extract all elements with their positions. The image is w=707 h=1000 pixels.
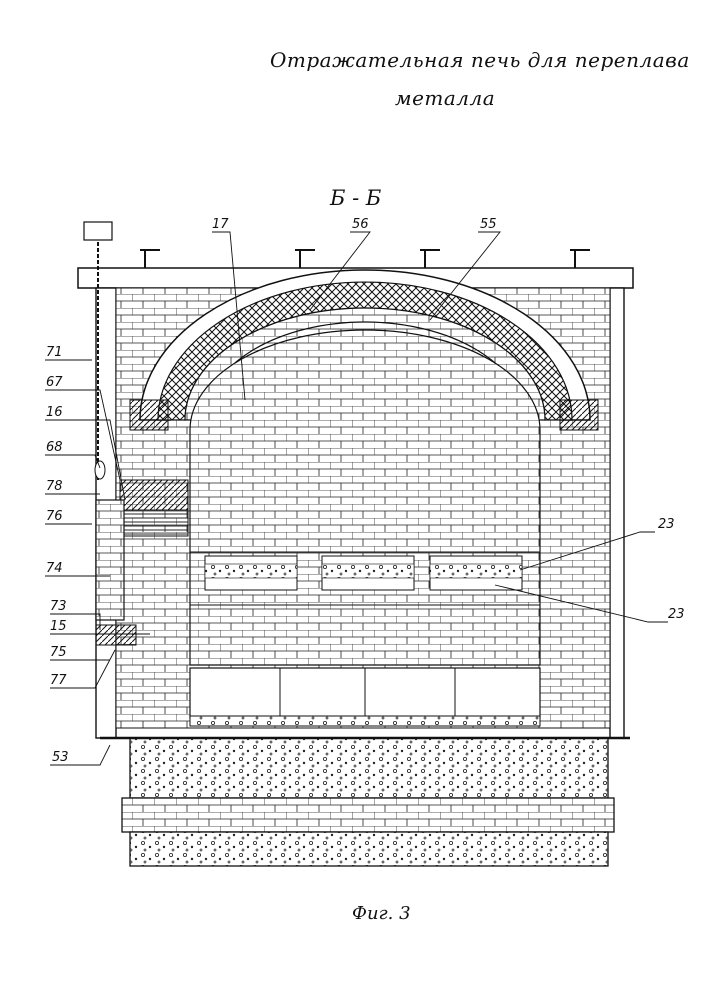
callout-74: 74 [46, 561, 63, 576]
furnace-chamber [190, 330, 540, 665]
callout-68: 68 [46, 440, 63, 455]
callout-75: 75 [50, 645, 67, 660]
callout-17: 17 [212, 217, 229, 232]
callout-78: 78 [46, 479, 63, 494]
hoist-hook [95, 461, 105, 479]
right-column [610, 288, 624, 738]
door-sill [96, 625, 136, 645]
callout-53: 53 [52, 750, 69, 765]
heater-elements [205, 556, 522, 590]
foundation-upper [130, 738, 608, 798]
roof-channels [140, 250, 590, 268]
left-skewback [130, 400, 168, 430]
callout-55: 55 [480, 217, 497, 232]
foundation-lower [130, 832, 608, 866]
door-upper-block [120, 480, 188, 510]
hearth-underlayer [190, 716, 540, 726]
foundation-brick-course [122, 798, 614, 832]
callout-77: 77 [50, 673, 67, 688]
door-lintel [120, 510, 188, 536]
callout-23-lower: 23 [668, 607, 685, 622]
callout-67: 67 [46, 375, 63, 390]
hoist-block [84, 222, 112, 240]
callout-73: 73 [50, 599, 67, 614]
door-frame [96, 500, 124, 620]
callout-76: 76 [46, 509, 63, 524]
callout-56: 56 [352, 217, 369, 232]
callout-23-upper: 23 [658, 517, 675, 532]
callout-15: 15 [50, 619, 67, 634]
callout-16: 16 [46, 405, 63, 420]
callout-71: 71 [46, 345, 63, 360]
right-skewback [560, 400, 598, 430]
